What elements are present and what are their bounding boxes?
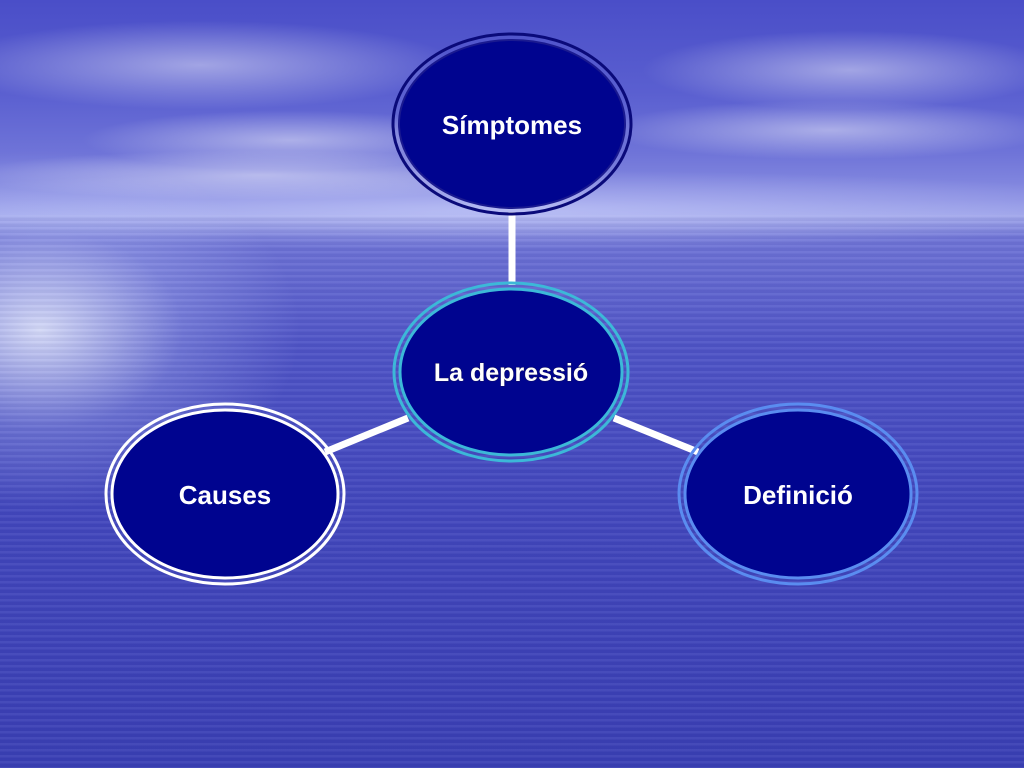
node-causes[interactable]: Causes: [104, 402, 346, 586]
node-center[interactable]: La depressió: [392, 281, 630, 463]
cloud: [0, 20, 460, 110]
cloud: [640, 30, 1024, 110]
node-definicio-ring-outer: [677, 402, 919, 586]
node-causes-ring-outer: [104, 402, 346, 586]
node-causes-ring-inner: [110, 408, 340, 580]
node-definicio-ring-inner: [683, 408, 913, 580]
node-causes-label: Causes: [179, 480, 272, 510]
node-definicio-label: Definició: [743, 480, 853, 510]
connector-definicio: [612, 414, 700, 456]
connector-causes: [323, 414, 410, 456]
node-center-label: La depressió: [434, 359, 588, 387]
node-definicio[interactable]: Definició: [677, 402, 919, 586]
node-simptomes-label: Símptomes: [442, 110, 582, 140]
node-simptomes-ring: [391, 32, 633, 216]
node-simptomes[interactable]: Símptomes: [391, 32, 633, 216]
node-center-ring-outer: [392, 281, 630, 463]
node-center-ring-inner: [398, 287, 624, 457]
node-simptomes-shape: [398, 39, 626, 209]
cloud: [600, 100, 1024, 160]
